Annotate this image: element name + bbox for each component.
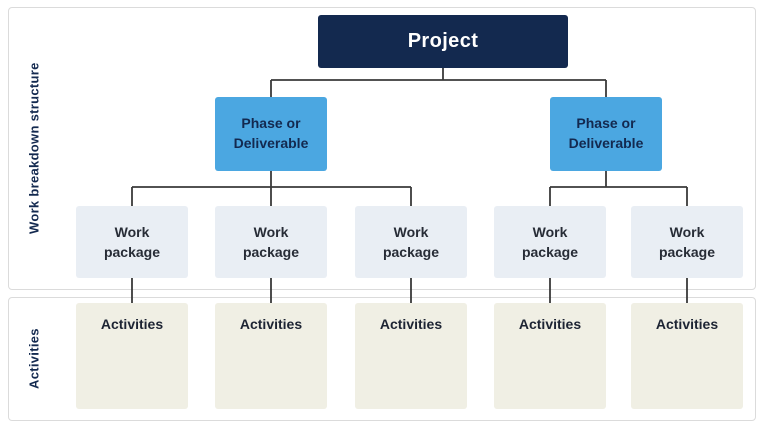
activity-node: Activities <box>215 303 327 409</box>
activity-node: Activities <box>76 303 188 409</box>
project-node: Project <box>318 15 568 68</box>
activity-node-label: Activities <box>655 316 719 332</box>
work-package-node-label: Work package <box>521 223 579 260</box>
activity-node-label: Activities <box>100 316 164 332</box>
activity-node: Activities <box>355 303 467 409</box>
wbs-side-label: Work breakdown structure <box>26 62 42 235</box>
activities-side-label: Activities <box>26 328 42 390</box>
activity-node-label: Activities <box>379 316 443 332</box>
activity-node-label: Activities <box>518 316 582 332</box>
phase-node: Phase or Deliverable <box>215 97 327 171</box>
work-package-node: Work package <box>76 206 188 278</box>
activity-node-label: Activities <box>239 316 303 332</box>
phase-node-label: Phase or Deliverable <box>233 115 309 151</box>
activity-node: Activities <box>494 303 606 409</box>
project-node-label: Project <box>407 30 479 52</box>
work-package-node: Work package <box>215 206 327 278</box>
work-package-node: Work package <box>494 206 606 278</box>
work-package-node-label: Work package <box>103 223 161 260</box>
work-package-node: Work package <box>631 206 743 278</box>
activity-node: Activities <box>631 303 743 409</box>
phase-node: Phase or Deliverable <box>550 97 662 171</box>
work-package-node-label: Work package <box>382 223 440 260</box>
work-package-node-label: Work package <box>658 223 716 260</box>
phase-node-label: Phase or Deliverable <box>568 115 644 151</box>
work-package-node-label: Work package <box>242 223 300 260</box>
work-package-node: Work package <box>355 206 467 278</box>
